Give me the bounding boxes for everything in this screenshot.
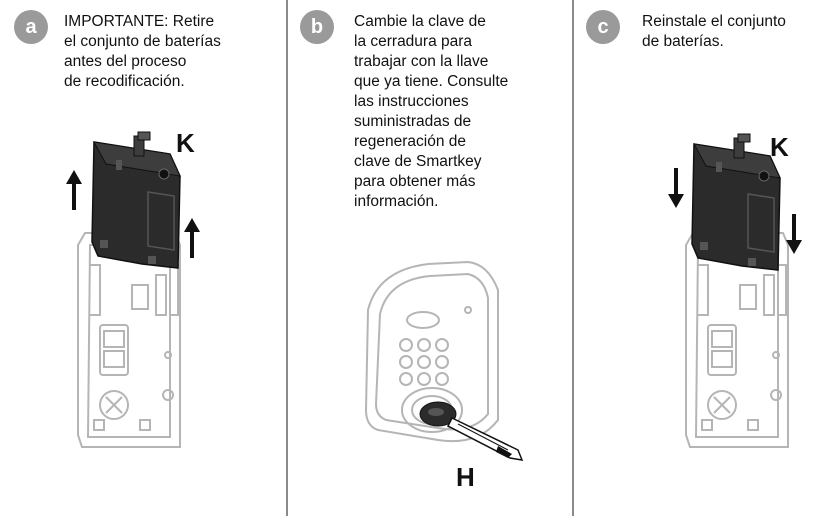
step-a-panel: a IMPORTANTE: Retire el conjunto de bate… (0, 0, 285, 516)
battery-label-a: K (176, 128, 195, 158)
tool-label-h: H (456, 462, 475, 492)
deadbolt-keypad (364, 260, 499, 443)
step-b-text: Cambie la clave de la cerradura para tra… (354, 13, 509, 210)
up-arrow-left-icon (66, 170, 82, 210)
key-icon (419, 401, 524, 461)
step-b-panel: b Cambie la clave de la cerradura para t… (288, 0, 571, 516)
divider-ab (286, 0, 288, 516)
step-a-badge: a (14, 10, 48, 44)
down-arrow-left-icon (668, 168, 684, 208)
battery-label-c: K (770, 132, 789, 162)
step-b-badge: b (300, 10, 334, 44)
step-c-badge: c (586, 10, 620, 44)
step-a-text: IMPORTANTE: Retire el conjunto de baterí… (64, 13, 221, 90)
battery-pack-c (691, 133, 781, 271)
divider-bc (572, 0, 574, 516)
battery-pack-a (91, 131, 181, 269)
down-arrow-right-icon (786, 214, 802, 254)
up-arrow-right-icon (184, 218, 200, 258)
step-c-panel: c Reinstale el conjunto de baterías. (574, 0, 837, 516)
step-c-text: Reinstale el conjunto de baterías. (642, 13, 786, 50)
